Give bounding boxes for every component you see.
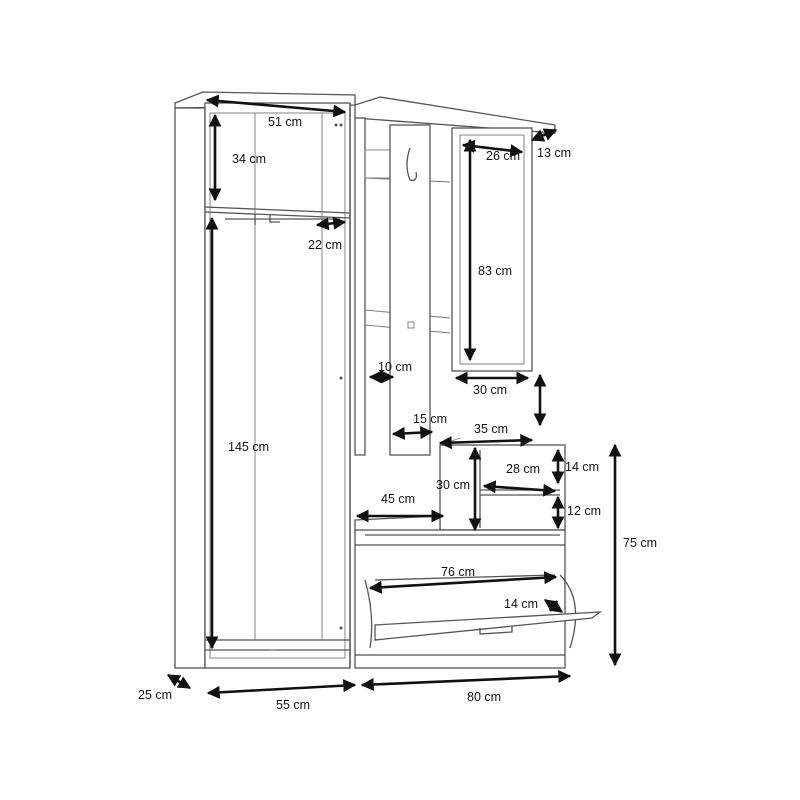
label-hat-shelf-depth: 13 cm [537, 146, 571, 160]
label-cabinet-height: 75 cm [623, 536, 657, 550]
label-hanging-height: 145 cm [228, 440, 269, 454]
dim-arrow-cabinet-top-width [438, 433, 534, 450]
flap-hinge-left [364, 579, 373, 649]
flap-handle [479, 626, 513, 635]
cabinet-body [354, 529, 566, 669]
coat-hook-panel [389, 124, 431, 456]
label-shelf-unit-height: 30 cm [436, 478, 470, 492]
flap-hinge-right [559, 574, 577, 649]
label-cabinet-width: 80 cm [467, 690, 501, 704]
dim-arrow-rail-depth [315, 216, 347, 231]
dimension-labels: 51 cm 34 cm 22 cm 145 cm 25 cm 55 cm 26 … [138, 115, 657, 712]
label-bench-width: 45 cm [381, 492, 415, 506]
label-wardrobe-top-width: 51 cm [268, 115, 302, 129]
label-mirror-width: 30 cm [473, 383, 507, 397]
wardrobe-shelf [204, 206, 351, 214]
label-top-compartment-height: 34 cm [232, 152, 266, 166]
label-open-shelf-width: 28 cm [506, 462, 540, 476]
dimension-arrows [166, 94, 622, 699]
dim-arrow-cabinet-width [360, 670, 572, 691]
coat-hook [406, 147, 418, 181]
label-shoe-flap-depth: 14 cm [504, 597, 538, 611]
label-wardrobe-width: 55 cm [276, 698, 310, 712]
dim-arrow-wardrobe-width [206, 679, 357, 699]
wardrobe [174, 91, 356, 669]
mirror-glass [459, 134, 525, 365]
label-upper-shelf-height: 14 cm [565, 460, 599, 474]
label-cabinet-top-width: 35 cm [474, 422, 508, 436]
dim-arrow-wardrobe-top-width [205, 94, 347, 118]
coat-panel [354, 96, 556, 456]
mirror-frame [451, 127, 533, 372]
shoe-cabinet [354, 437, 603, 669]
dim-arrow-shoe-flap-depth [543, 598, 564, 614]
label-mirror-height: 83 cm [478, 264, 512, 278]
label-mirror-width-top: 26 cm [486, 149, 520, 163]
label-wardrobe-depth: 25 cm [138, 688, 172, 702]
dim-arrow-coat-panel-width [391, 426, 434, 440]
dim-arrow-wardrobe-depth [166, 673, 192, 690]
label-coat-panel-gap: 10 cm [378, 360, 412, 374]
wardrobe-front-frame [204, 102, 351, 669]
label-shoe-flap-width: 76 cm [441, 565, 475, 579]
dim-arrow-open-shelf-width [482, 480, 557, 497]
label-rail-depth: 22 cm [308, 238, 342, 252]
dim-arrow-hat-shelf-depth [530, 128, 558, 142]
label-coat-panel-width: 15 cm [413, 412, 447, 426]
dim-arrow-shoe-flap-width [368, 571, 558, 594]
shoe-flap-door [374, 611, 603, 641]
wardrobe-side-depth [174, 107, 206, 669]
label-lower-shelf-height: 12 cm [567, 504, 601, 518]
